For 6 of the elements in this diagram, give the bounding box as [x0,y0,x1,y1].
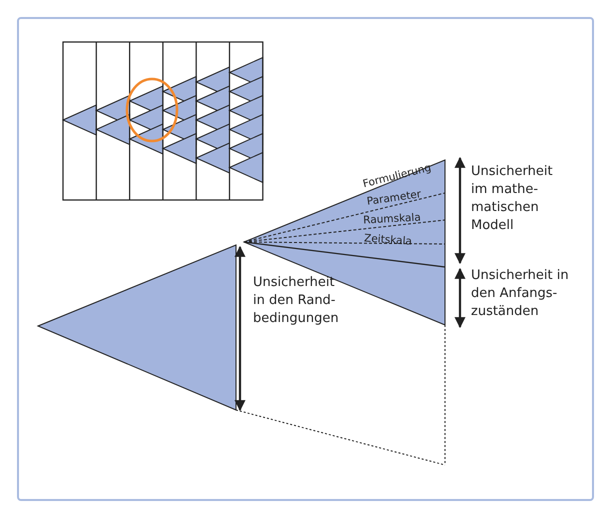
annotation-text: Unsicherheit im mathe- matischen Modell [471,163,554,235]
segment-label: Raumskala [362,212,422,226]
annotation-text: Unsicherheit in den Rand- bedingungen [253,274,340,328]
segment-label: Zeitskala [364,232,412,248]
annotation-text: Unsicherheit in den Anfangs- zuständen [471,267,569,321]
segment-label: Parameter [366,188,422,208]
